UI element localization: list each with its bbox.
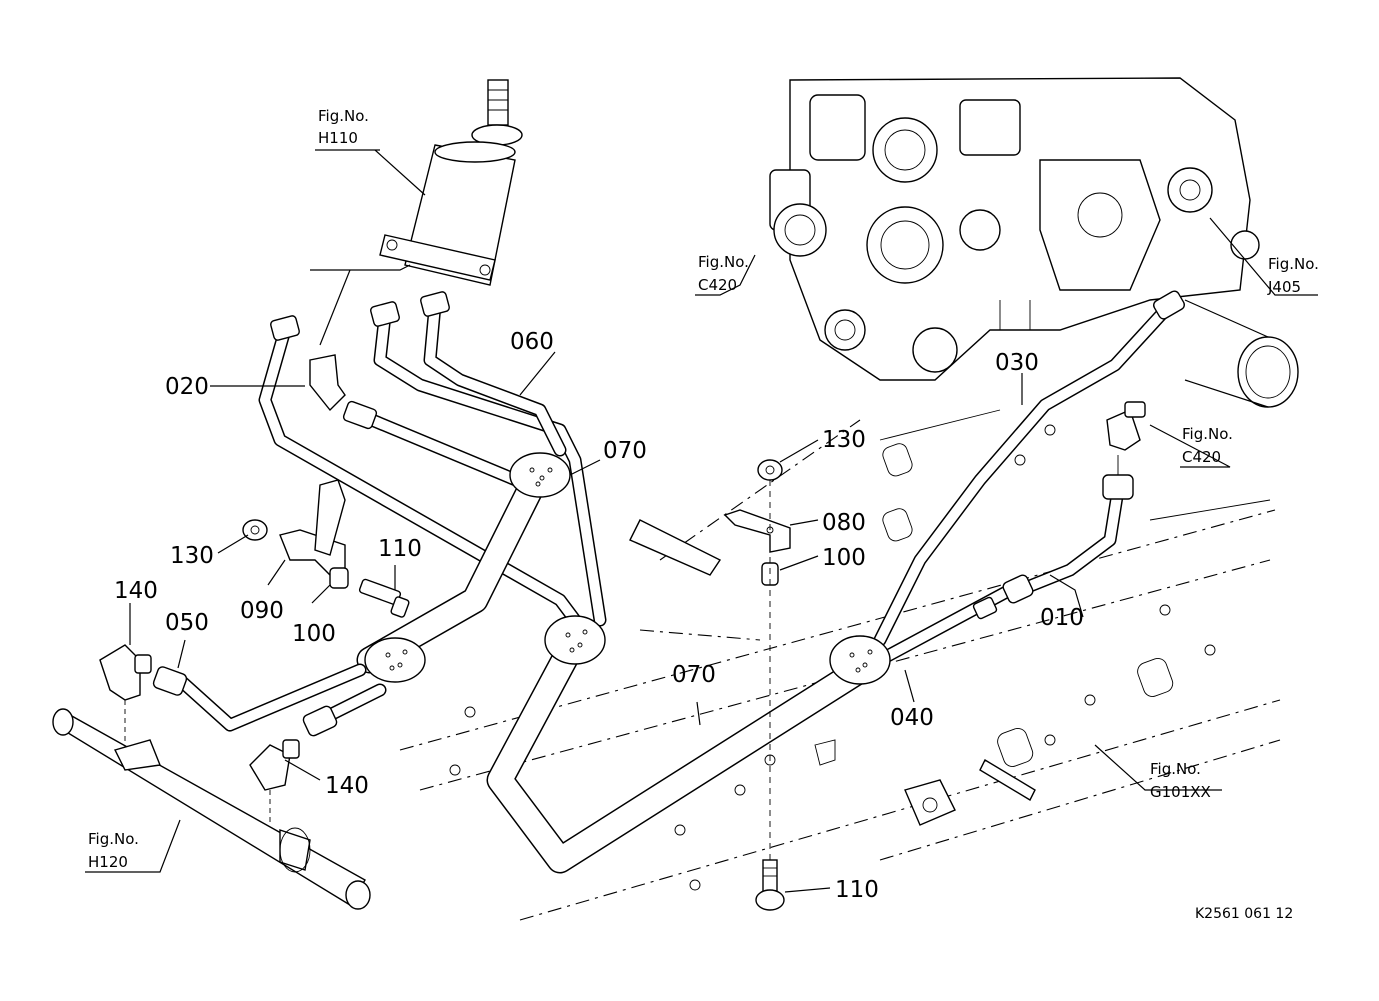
hydraulic-lines bbox=[173, 298, 1177, 874]
part-label-100-left: 100 bbox=[292, 621, 336, 647]
part-label-140-right: 140 bbox=[325, 773, 369, 799]
figure-ref-c420-mid-line1: Fig.No. bbox=[1182, 425, 1233, 443]
part-label-140-left: 140 bbox=[114, 578, 158, 604]
figure-ref-h120-line1: Fig.No. bbox=[88, 830, 139, 848]
figure-ref-g101xx-line1: Fig.No. bbox=[1150, 760, 1201, 778]
figure-ref-h110-line1: Fig.No. bbox=[318, 107, 369, 125]
part-label-100-right: 100 bbox=[822, 545, 866, 571]
part-label-110-left: 110 bbox=[378, 536, 422, 562]
engine-block bbox=[769, 77, 1299, 408]
part-label-040: 040 bbox=[890, 705, 934, 731]
figure-ref-g101xx-line2: G101XX bbox=[1150, 783, 1211, 801]
figure-ref-j405-line2: J405 bbox=[1267, 278, 1301, 296]
figure-ref-j405-line1: Fig.No. bbox=[1268, 255, 1319, 273]
part-label-070-lower: 070 bbox=[672, 662, 716, 688]
fittings bbox=[52, 290, 1185, 911]
part-label-090: 090 bbox=[240, 598, 284, 624]
part-label-020: 020 bbox=[165, 374, 209, 400]
figure-ref-c420-mid: Fig.No. C420 bbox=[1182, 425, 1233, 466]
part-label-070-upper: 070 bbox=[603, 438, 647, 464]
figure-ref-h120: Fig.No. H120 bbox=[88, 830, 139, 871]
part-label-050: 050 bbox=[165, 610, 209, 636]
figure-ref-c420-top: Fig.No. C420 bbox=[698, 253, 749, 294]
figure-ref-h110: Fig.No. H110 bbox=[315, 107, 380, 151]
part-label-130-right: 130 bbox=[822, 427, 866, 453]
chassis-frame bbox=[399, 409, 1281, 921]
part-label-110-bottom: 110 bbox=[835, 877, 879, 903]
steering-unit bbox=[379, 79, 523, 286]
figure-ref-c420-top-line2: C420 bbox=[698, 276, 737, 294]
figure-ref-g101xx: Fig.No. G101XX bbox=[1150, 760, 1211, 801]
figure-ref-c420-mid-line2: C420 bbox=[1182, 448, 1221, 466]
part-label-060: 060 bbox=[510, 329, 554, 355]
leader-lines bbox=[85, 149, 1318, 893]
figure-ref-j405: Fig.No. J405 bbox=[1267, 255, 1319, 296]
figure-ref-h120-line2: H120 bbox=[88, 853, 128, 871]
part-number-labels: 020 060 070 030 130 080 100 010 040 070 … bbox=[114, 329, 1084, 903]
part-label-130-left: 130 bbox=[170, 543, 214, 569]
drawing-code: K2561 061 12 bbox=[1195, 906, 1293, 922]
part-label-010: 010 bbox=[1040, 605, 1084, 631]
part-label-080: 080 bbox=[822, 510, 866, 536]
part-label-030: 030 bbox=[995, 350, 1039, 376]
figure-ref-h110-line2: H110 bbox=[318, 129, 358, 147]
figure-ref-c420-top-line1: Fig.No. bbox=[698, 253, 749, 271]
